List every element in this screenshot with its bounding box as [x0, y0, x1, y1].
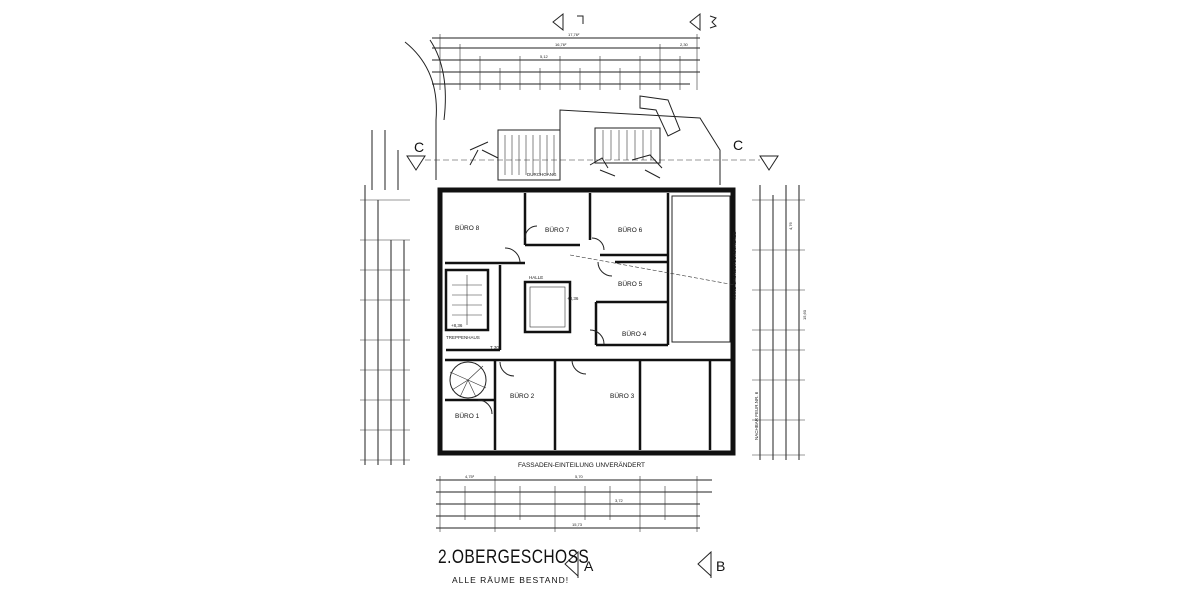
plant-right-2	[631, 154, 663, 179]
section-a-letter: A	[584, 558, 594, 574]
interior-walls	[444, 193, 733, 450]
dim-top-third-a: 5,12	[540, 54, 549, 59]
level-halle: +8,36	[567, 296, 579, 301]
room-buero3: BÜRO 3	[610, 392, 635, 400]
stair-core-lines	[452, 275, 482, 325]
annotation-nachbar: NACHBAR FEUR.NR. 6	[754, 391, 759, 440]
top-dimension-chains: 17,76² 16,76² 5,12 2,30	[432, 32, 700, 90]
room-buero2: BÜRO 2	[510, 392, 535, 400]
room-buero7: BÜRO 7	[545, 226, 570, 234]
dim-bottom-a: 4,75²	[465, 474, 475, 479]
plant-left	[469, 141, 499, 166]
left-dimension-chains	[360, 130, 410, 465]
building-outline	[437, 187, 736, 456]
section-mark-c-left: C	[406, 139, 426, 171]
section-mark-bottom-a: A	[564, 550, 594, 578]
dim-top-third-b: 2,30	[680, 42, 689, 47]
drawing-title: 2.OBERGESCHOSS	[438, 547, 590, 568]
plant-right-1	[589, 157, 616, 177]
dim-bottom-total: 15,73	[572, 522, 583, 527]
level-treppenhaus: +8,36	[451, 323, 463, 328]
section-c-right-letter: C	[733, 137, 743, 153]
right-dimension-chains: 15,60 4,76	[752, 185, 807, 460]
dim-right-b: 4,76	[788, 221, 793, 230]
room-buero4: BÜRO 4	[622, 330, 647, 338]
halle-fire-door: T 30	[490, 345, 499, 350]
room-buero8: BÜRO 8	[455, 224, 480, 232]
room-halle: HALLE	[529, 275, 543, 280]
room-buero6: BÜRO 6	[618, 226, 643, 234]
durchgang-label: DURCHGANG	[527, 172, 557, 177]
entry-arc	[404, 41, 437, 180]
section-b-letter: B	[716, 558, 725, 574]
room-buero1: BÜRO 1	[455, 412, 480, 420]
section-c-left-letter: C	[414, 139, 424, 155]
section-mark-c-right: C	[733, 137, 779, 171]
upper-terrace: DURCHGANG	[469, 95, 721, 185]
room-treppenhaus: TREPPENHAUS	[446, 335, 480, 340]
drawing-subtitle: ALLE RÄUME BESTAND!	[452, 575, 570, 585]
dim-bottom-b: 5,70	[575, 474, 584, 479]
dim-right-a: 15,60	[802, 309, 807, 320]
dim-bottom-c: 3,72	[615, 498, 624, 503]
section-mark-top-b	[689, 12, 717, 32]
section-mark-bottom-b: B	[697, 550, 725, 578]
dim-top-total: 17,76²	[568, 32, 580, 37]
spiral-stair	[449, 361, 487, 399]
door-swings	[477, 225, 613, 415]
dim-top-second: 16,76²	[555, 42, 567, 47]
bottom-dimension-chains: 4,75² 5,70 3,72 15,73	[436, 474, 712, 532]
room-buero5: BÜRO 5	[618, 280, 643, 288]
annotation-fassade: FASSADEN-EINTEILUNG UNVERÄNDERT	[518, 461, 645, 469]
annotation-grenze: WAND GRUNDSTÜCKSGRENZE	[731, 232, 737, 300]
section-mark-top-a	[552, 12, 584, 32]
